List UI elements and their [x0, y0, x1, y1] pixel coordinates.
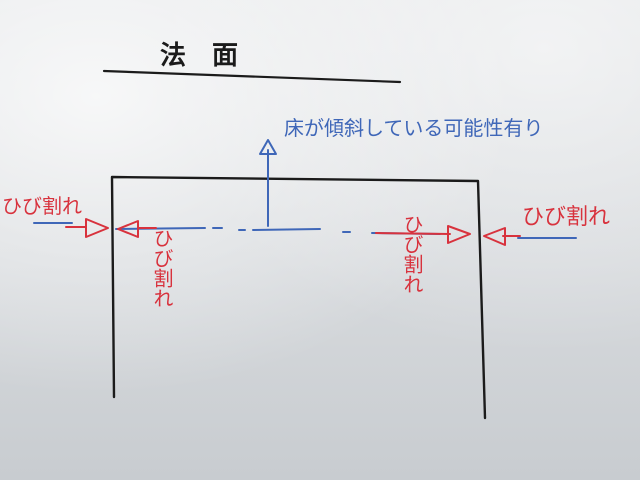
- red-arrow-right-inner: [375, 225, 471, 244]
- crack-label-left-outer: ひび割れ: [2, 194, 82, 218]
- title-text: 法 面: [160, 41, 238, 71]
- crack-label-right-inner: ひび割れ: [400, 214, 424, 294]
- blue-note-text: 床が傾斜している可能性有り: [284, 116, 543, 140]
- crack-label-left-inner: ひび割れ: [150, 228, 174, 308]
- title-underline: [102, 69, 402, 84]
- red-arrow-left-outer: [65, 218, 109, 238]
- crack-label-right-outer: ひび割れ: [522, 205, 610, 230]
- black-outline: [110, 175, 487, 420]
- crack-label-left-outer-text: ひび割れ: [2, 194, 82, 218]
- blue-level-line: [33, 222, 577, 239]
- blue-up-arrow: [259, 139, 277, 227]
- red-arrow-left-inner: [117, 220, 157, 238]
- red-arrow-right-outer: [483, 227, 521, 246]
